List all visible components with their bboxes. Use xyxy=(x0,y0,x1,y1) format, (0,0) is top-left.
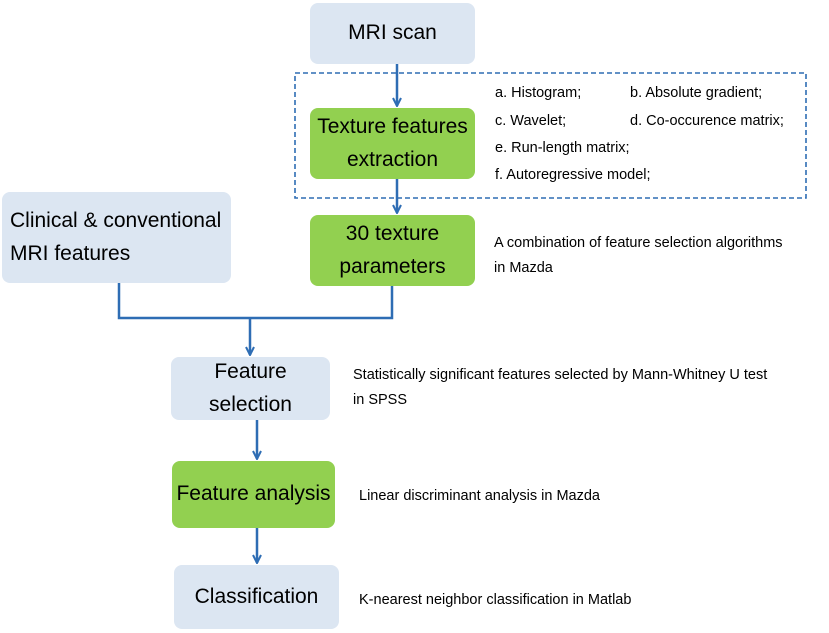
clinical-features-label-line2: MRI features xyxy=(10,241,131,265)
extraction-group-frame xyxy=(294,72,807,199)
texture-extraction-label-line2: extraction xyxy=(346,147,439,171)
extraction-method-f: f. Autoregressive model; xyxy=(495,167,651,183)
classification-note: K-nearest neighbor classification in Mat… xyxy=(359,592,632,608)
classification-node: Classification xyxy=(174,565,339,629)
mri-scan-node: MRI scan xyxy=(310,3,475,64)
clinical-features-label-line1: Clinical & conventional xyxy=(10,208,222,232)
feature-analysis-note: Linear discriminant analysis in Mazda xyxy=(359,488,600,504)
feature-selection-note-line2: in SPSS xyxy=(353,392,407,409)
texture-extraction-node: Texture features extraction xyxy=(310,108,475,179)
extraction-method-c: c. Wavelet; xyxy=(495,113,567,129)
texture-parameters-label-line2: parameters xyxy=(339,254,446,278)
feature-analysis-label: Feature analysis xyxy=(176,482,331,506)
extraction-method-b: b. Absolute gradient; xyxy=(630,85,763,101)
texture-extraction-label-line1: Texture features xyxy=(317,114,468,138)
mri-scan-label: MRI scan xyxy=(348,21,437,45)
extraction-method-a: a. Histogram; xyxy=(495,85,582,101)
texture-parameters-note: A combination of feature selection algor… xyxy=(494,231,783,282)
texture-parameters-label-line1: 30 texture xyxy=(345,221,440,245)
feature-selection-node: Feature selection xyxy=(171,357,330,420)
texture-parameters-node: 30 texture parameters xyxy=(310,215,475,286)
feature-selection-note: Statistically significant features selec… xyxy=(353,363,767,414)
clinical-features-node: Clinical & conventional MRI features xyxy=(2,192,231,283)
classification-label: Classification xyxy=(194,584,319,608)
texture-parameters-note-line1: A combination of feature selection algor… xyxy=(494,235,783,251)
extraction-method-d: d. Co-occurence matrix; xyxy=(630,113,784,129)
extraction-method-e: e. Run-length matrix; xyxy=(495,140,630,156)
merge-connector xyxy=(117,283,394,320)
feature-selection-note-line1: Statistically significant features selec… xyxy=(353,367,768,383)
feature-selection-label: Feature selection xyxy=(209,359,292,416)
feature-analysis-node: Feature analysis xyxy=(172,461,335,528)
texture-parameters-note-line2: in Mazda xyxy=(494,260,553,277)
